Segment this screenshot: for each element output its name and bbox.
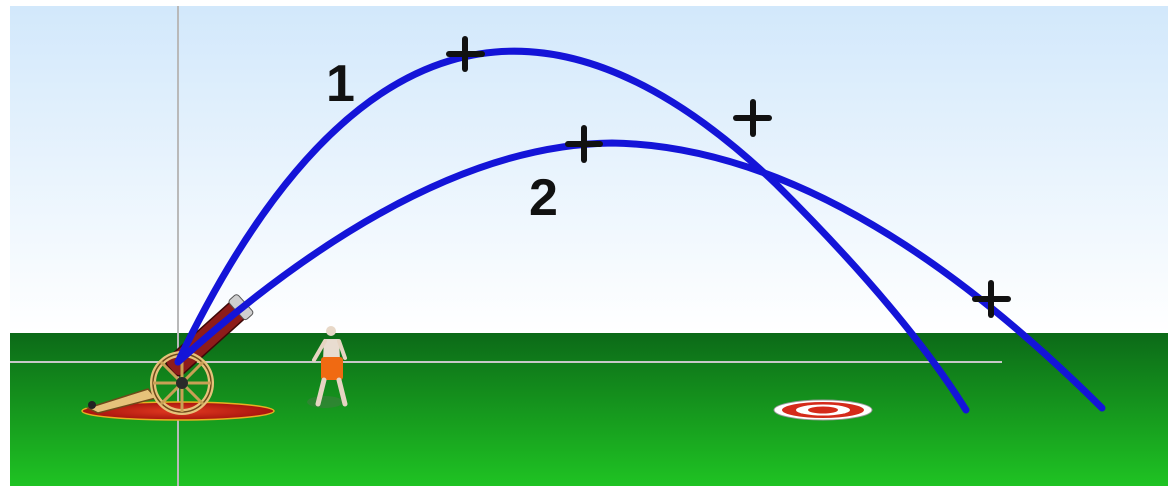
cross-marker-icon (733, 99, 772, 137)
sky (10, 6, 1168, 334)
cross-marker-icon (972, 280, 1011, 318)
cross-marker-icon (446, 36, 485, 72)
cross-marker-icon (565, 125, 603, 163)
trajectory-1-label: 1 (326, 55, 355, 113)
trajectory-1 (174, 47, 970, 414)
trajectory-2 (174, 139, 1106, 412)
trajectory-2-label: 2 (529, 169, 558, 227)
target-icon (773, 399, 873, 421)
person-icon (307, 326, 348, 408)
